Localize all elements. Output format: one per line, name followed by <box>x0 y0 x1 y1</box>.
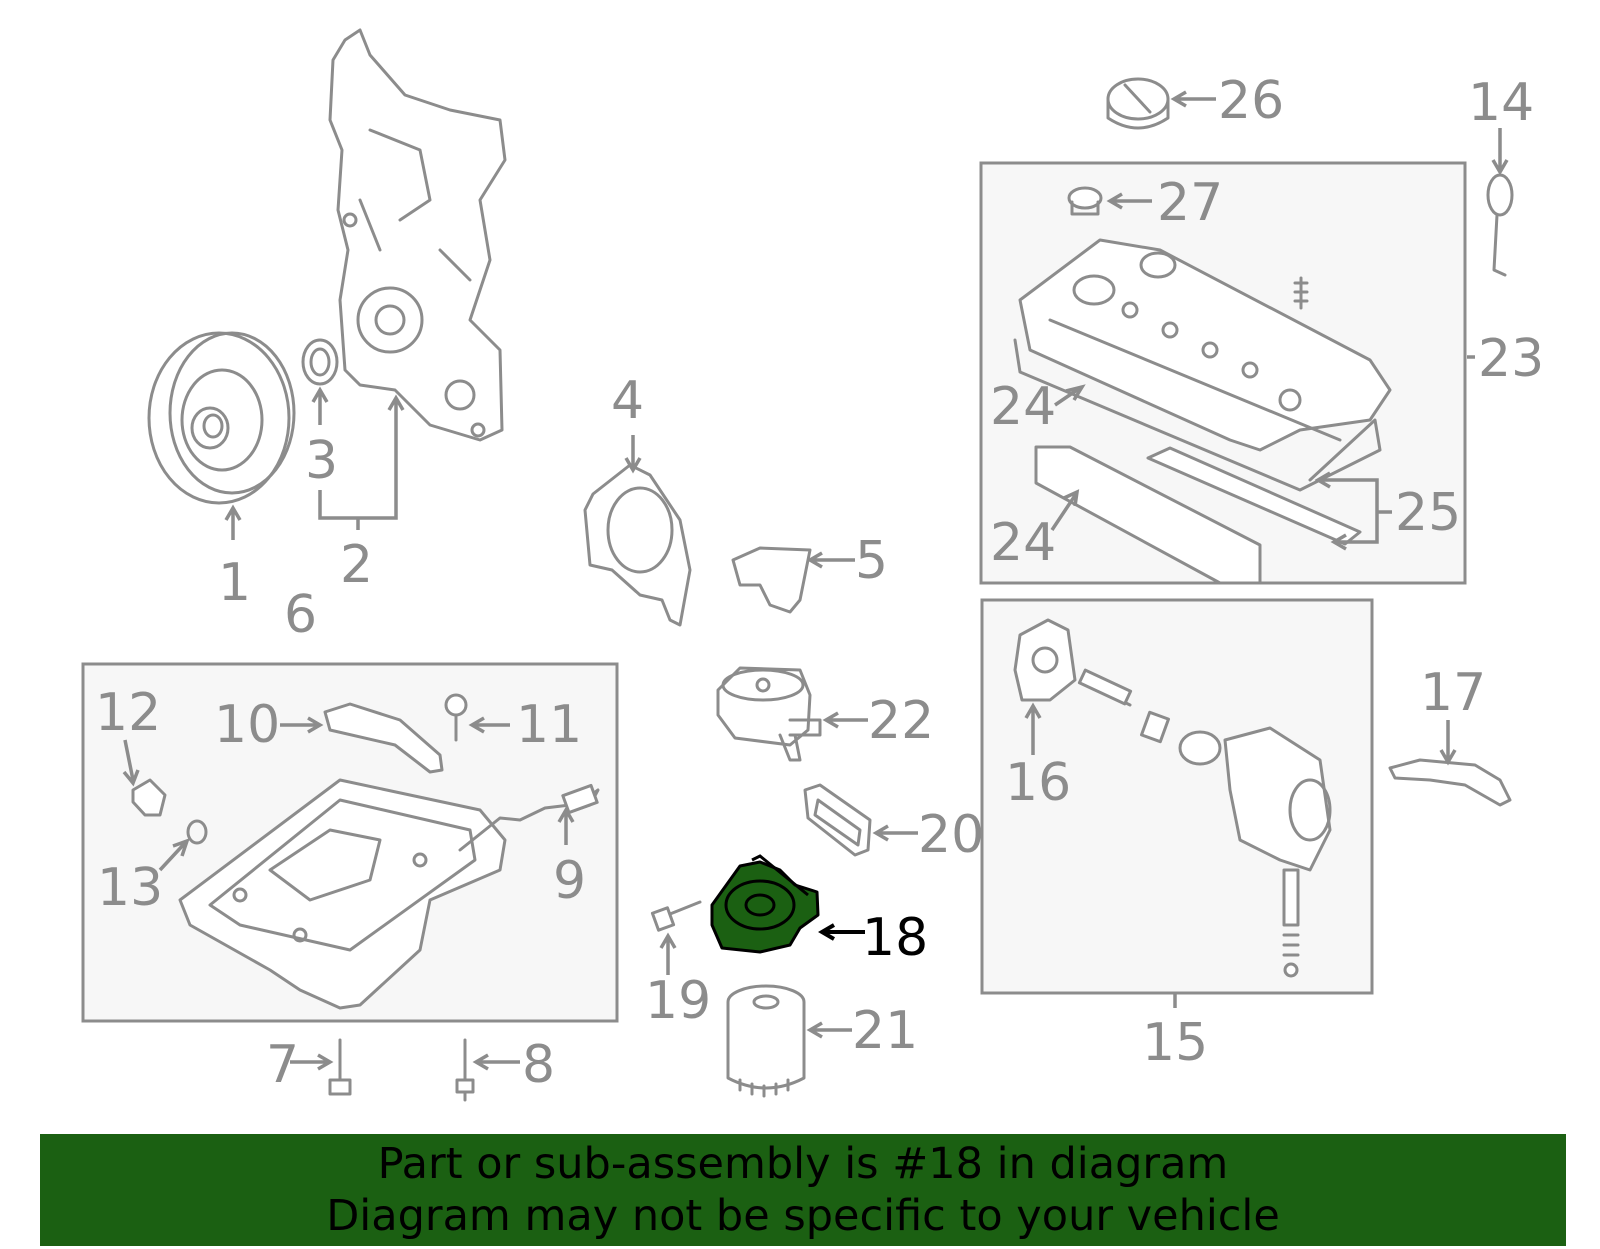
callout-23: 23 <box>1478 329 1544 389</box>
callout-11: 11 <box>516 695 582 755</box>
drain-plug[interactable] <box>131 778 167 817</box>
gasket-20[interactable] <box>803 783 872 857</box>
oil-pump[interactable] <box>1013 618 1332 872</box>
oil-pan-baffle[interactable] <box>323 702 444 774</box>
dipstick-14[interactable] <box>1486 173 1514 277</box>
banner-line-2: Diagram may not be specific to your vehi… <box>326 1191 1280 1241</box>
crank-pulley[interactable] <box>147 331 296 505</box>
spark-plug-tube-seal[interactable] <box>1146 446 1362 546</box>
rear-seal-retainer[interactable] <box>583 463 692 627</box>
callout-25: 25 <box>1395 483 1461 543</box>
callout-8: 8 <box>522 1035 555 1095</box>
callout-4: 4 <box>611 371 644 431</box>
callout-20: 20 <box>918 805 984 865</box>
callout-14: 14 <box>1468 73 1534 133</box>
callout-13: 13 <box>97 858 163 918</box>
oil-filler-cap-26[interactable] <box>1106 77 1170 130</box>
heat-shield[interactable] <box>731 546 812 614</box>
callout-18: 18 <box>862 908 928 968</box>
pressure-relief-valve[interactable] <box>1282 868 1300 978</box>
spark-plug-gasket-24[interactable] <box>1034 445 1262 585</box>
callout-16: 16 <box>1005 753 1071 813</box>
bracket-17[interactable] <box>1388 758 1512 807</box>
oil-pan[interactable] <box>178 778 507 1010</box>
valve-cover-gasket[interactable] <box>1013 338 1382 492</box>
callout-22: 22 <box>868 691 934 751</box>
callout-24-lower: 24 <box>990 513 1056 573</box>
callout-12: 12 <box>95 683 161 743</box>
callout-2: 2 <box>340 535 373 595</box>
callout-15: 15 <box>1142 1013 1208 1073</box>
part-info-banner: Part or sub-assembly is #18 in diagram D… <box>40 1134 1566 1246</box>
oil-pan-bolt[interactable] <box>444 693 468 742</box>
callout-26: 26 <box>1218 71 1284 131</box>
banner-line-1: Part or sub-assembly is #18 in diagram <box>377 1139 1229 1189</box>
callout-17: 17 <box>1420 663 1486 723</box>
callout-19: 19 <box>645 971 711 1031</box>
drain-plug-gasket[interactable] <box>186 819 208 845</box>
bolt-7[interactable] <box>328 1038 352 1096</box>
oil-fill-cap-27[interactable] <box>1067 186 1103 216</box>
callout-7: 7 <box>266 1035 299 1095</box>
callout-27: 27 <box>1157 173 1223 233</box>
stud-8[interactable] <box>455 1038 475 1102</box>
bolt-19[interactable] <box>650 900 702 932</box>
valve-cover[interactable] <box>1018 238 1392 452</box>
callout-10: 10 <box>214 695 280 755</box>
timing-chain-cover[interactable] <box>328 28 507 442</box>
callout-9: 9 <box>553 851 586 911</box>
callout-5: 5 <box>855 531 888 591</box>
callout-3: 3 <box>305 431 338 491</box>
callout-1: 1 <box>218 553 251 613</box>
oil-filter-21[interactable] <box>726 984 806 1098</box>
callout-24-upper: 24 <box>990 377 1056 437</box>
oil-cooler-22[interactable] <box>716 666 822 762</box>
oil-level-sensor[interactable] <box>458 783 600 852</box>
callout-21: 21 <box>852 1001 918 1061</box>
callout-6: 6 <box>284 585 317 645</box>
oil-filter-adapter-18[interactable] <box>710 854 820 954</box>
pcv-valve[interactable] <box>1293 276 1309 310</box>
front-crank-seal[interactable] <box>301 338 339 386</box>
